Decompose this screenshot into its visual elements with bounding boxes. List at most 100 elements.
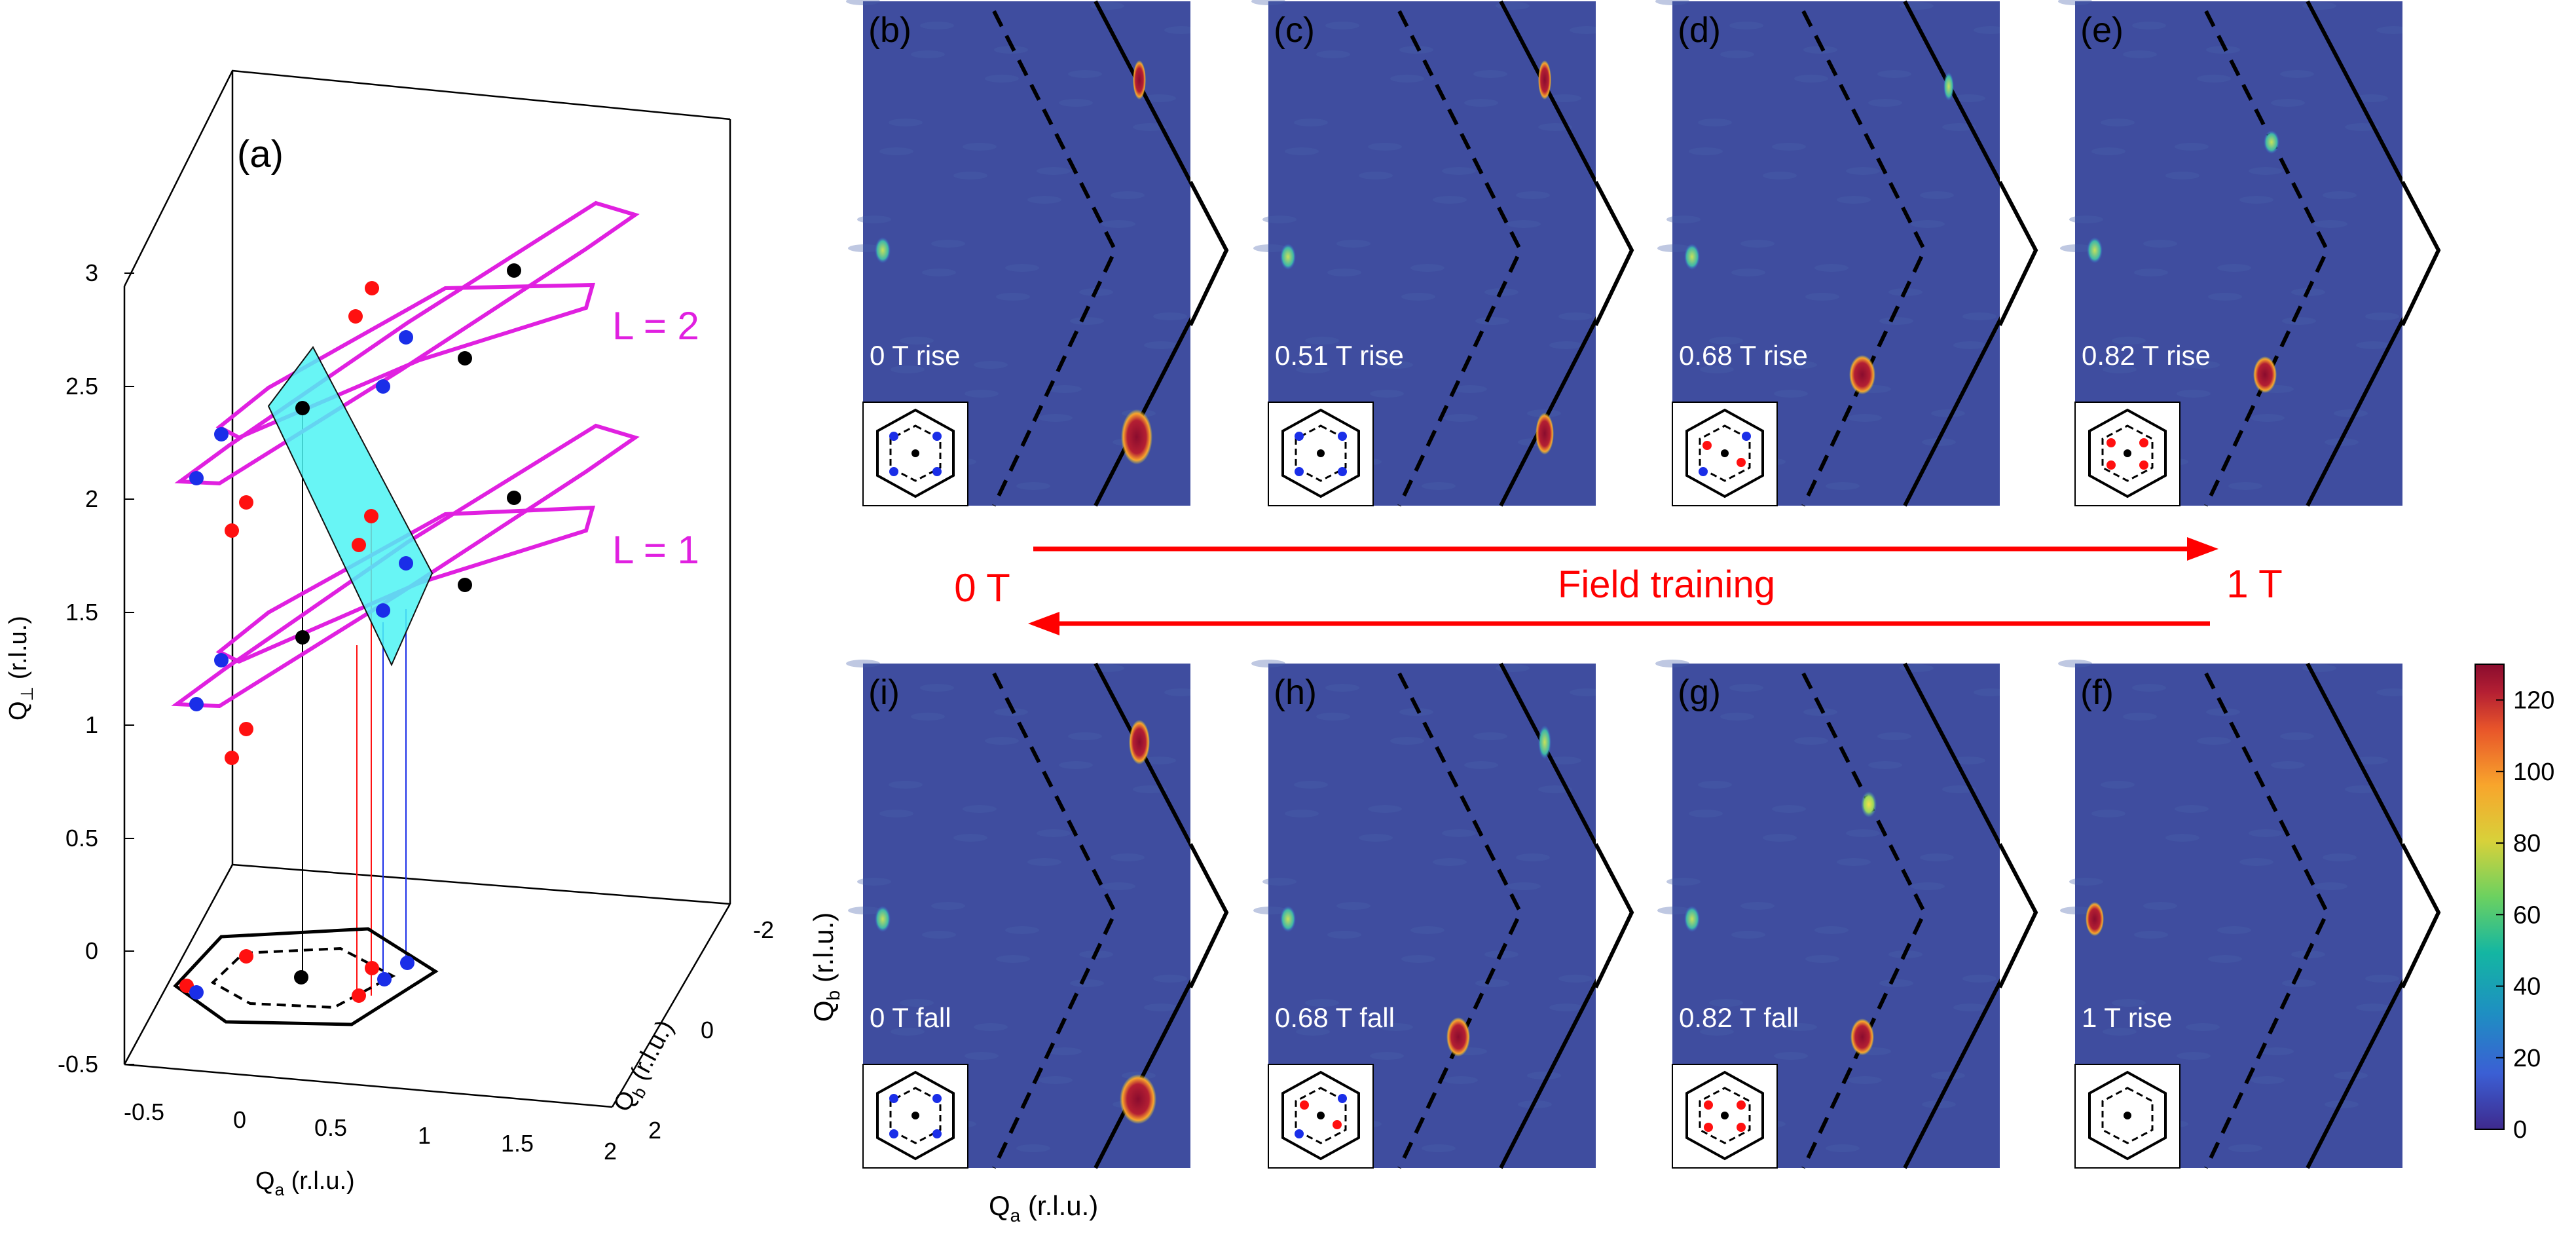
- map-texture: [1879, 317, 1913, 325]
- panel-edge-mask: [1190, 662, 1269, 1169]
- map-texture: [1316, 713, 1350, 721]
- map-texture: [1464, 761, 1498, 769]
- map-texture: [1942, 785, 1976, 793]
- map-texture: [1868, 761, 1902, 769]
- map-texture: [1655, 0, 1689, 5]
- map-texture: [2208, 293, 2242, 301]
- map-panel-label: (h): [1274, 673, 1317, 712]
- panel-a-label: (a): [237, 133, 284, 176]
- map-texture: [1570, 688, 1604, 696]
- map-texture: [1720, 50, 1754, 58]
- map-texture: [996, 293, 1030, 301]
- map-texture: [2354, 94, 2388, 102]
- map-texture: [2228, 1144, 2262, 1152]
- map-texture: [2175, 805, 2209, 813]
- map-texture: [2058, 0, 2092, 5]
- map-texture: [1253, 244, 1287, 252]
- map-texture: [1911, 220, 1945, 228]
- map-texture: [2334, 409, 2368, 417]
- map-texture: [1826, 482, 1860, 490]
- bragg-spot: [1850, 1019, 1874, 1055]
- map-texture: [922, 269, 956, 276]
- map-texture: [1111, 191, 1145, 199]
- bragg-spot: [1280, 244, 1296, 270]
- map-texture: [1953, 1004, 1987, 1011]
- layer-label-l1: L = 1: [612, 528, 699, 572]
- map-texture: [996, 955, 1030, 963]
- map-texture: [1327, 931, 1361, 939]
- map-texture: [2165, 172, 2199, 179]
- map-texture: [1920, 191, 1954, 199]
- colorbar-tick-label: 80: [2513, 830, 2541, 857]
- map-texture: [1048, 1047, 1082, 1055]
- map-texture: [1039, 1076, 1073, 1084]
- map-texture: [1359, 172, 1393, 179]
- inset-center-dot: [1317, 1112, 1325, 1119]
- map-texture: [2069, 878, 2103, 886]
- map-texture: [1133, 785, 1167, 793]
- maps-qa-axis-label: Qa (r.l.u.): [989, 1190, 1098, 1226]
- map-texture: [891, 366, 925, 373]
- colorbar-tick-label: 60: [2513, 901, 2541, 929]
- map-texture: [2101, 119, 2135, 126]
- inset-center-dot: [911, 1112, 919, 1119]
- map-texture: [891, 1028, 925, 1036]
- bragg-spot: [875, 906, 891, 932]
- map-texture: [1731, 269, 1765, 276]
- map-texture: [1153, 312, 1187, 320]
- map-texture: [2058, 660, 2092, 667]
- one-tesla-label: 1 T: [2226, 562, 2283, 606]
- map-texture: [1037, 167, 1071, 175]
- map-texture: [1666, 878, 1701, 886]
- map-texture: [2334, 1072, 2368, 1079]
- map-texture: [848, 244, 882, 252]
- map-texture: [2356, 341, 2390, 349]
- map-texture: [1814, 264, 1849, 272]
- map-texture: [974, 361, 1008, 369]
- map-texture: [1774, 390, 1808, 398]
- inset-dot: [932, 467, 942, 476]
- map-texture: [1111, 853, 1145, 861]
- map-panel: (e)0.82 T rise: [2058, 0, 2481, 507]
- map-texture: [1740, 240, 1775, 248]
- map-texture: [994, 46, 1028, 54]
- map-texture: [1262, 216, 1297, 223]
- map-texture: [1729, 684, 1763, 692]
- map-texture: [2103, 1028, 2137, 1036]
- map-state-label: 0 T fall: [870, 1002, 951, 1033]
- map-state-label: 0.82 T rise: [2082, 340, 2211, 371]
- map-texture: [1846, 167, 1880, 175]
- panel-edge-mask: [1596, 0, 1674, 507]
- colorbar-tick-label: 40: [2513, 973, 2541, 1001]
- map-texture: [2356, 1004, 2390, 1011]
- map-texture: [1516, 853, 1550, 861]
- map-texture: [2260, 1047, 2294, 1055]
- map-texture: [985, 737, 1019, 745]
- map-texture: [1401, 293, 1435, 301]
- inset-dot: [1737, 458, 1746, 467]
- map-texture: [1327, 269, 1361, 276]
- bragg-spot: [2253, 356, 2277, 393]
- map-texture: [953, 172, 987, 179]
- map-texture: [1538, 123, 1572, 131]
- map-texture: [2101, 781, 2135, 789]
- map-texture: [1720, 713, 1754, 721]
- map-texture: [1657, 244, 1691, 252]
- map-texture: [2103, 366, 2137, 373]
- map-texture: [879, 147, 913, 155]
- inset-dot: [2107, 438, 2116, 447]
- map-texture: [1005, 926, 1039, 934]
- z-tick-label: 3: [85, 259, 98, 286]
- map-texture: [1027, 196, 1061, 204]
- map-texture: [965, 390, 999, 398]
- map-texture: [1253, 907, 1287, 914]
- map-texture: [1700, 366, 1734, 373]
- panel-edge-mask: [2402, 662, 2481, 1169]
- map-texture: [2165, 834, 2199, 842]
- bragg-spot: [1538, 60, 1551, 100]
- map-texture: [2239, 196, 2273, 204]
- map-texture: [1368, 143, 1402, 151]
- inset-dot: [1699, 467, 1708, 476]
- map-texture: [1068, 70, 1102, 78]
